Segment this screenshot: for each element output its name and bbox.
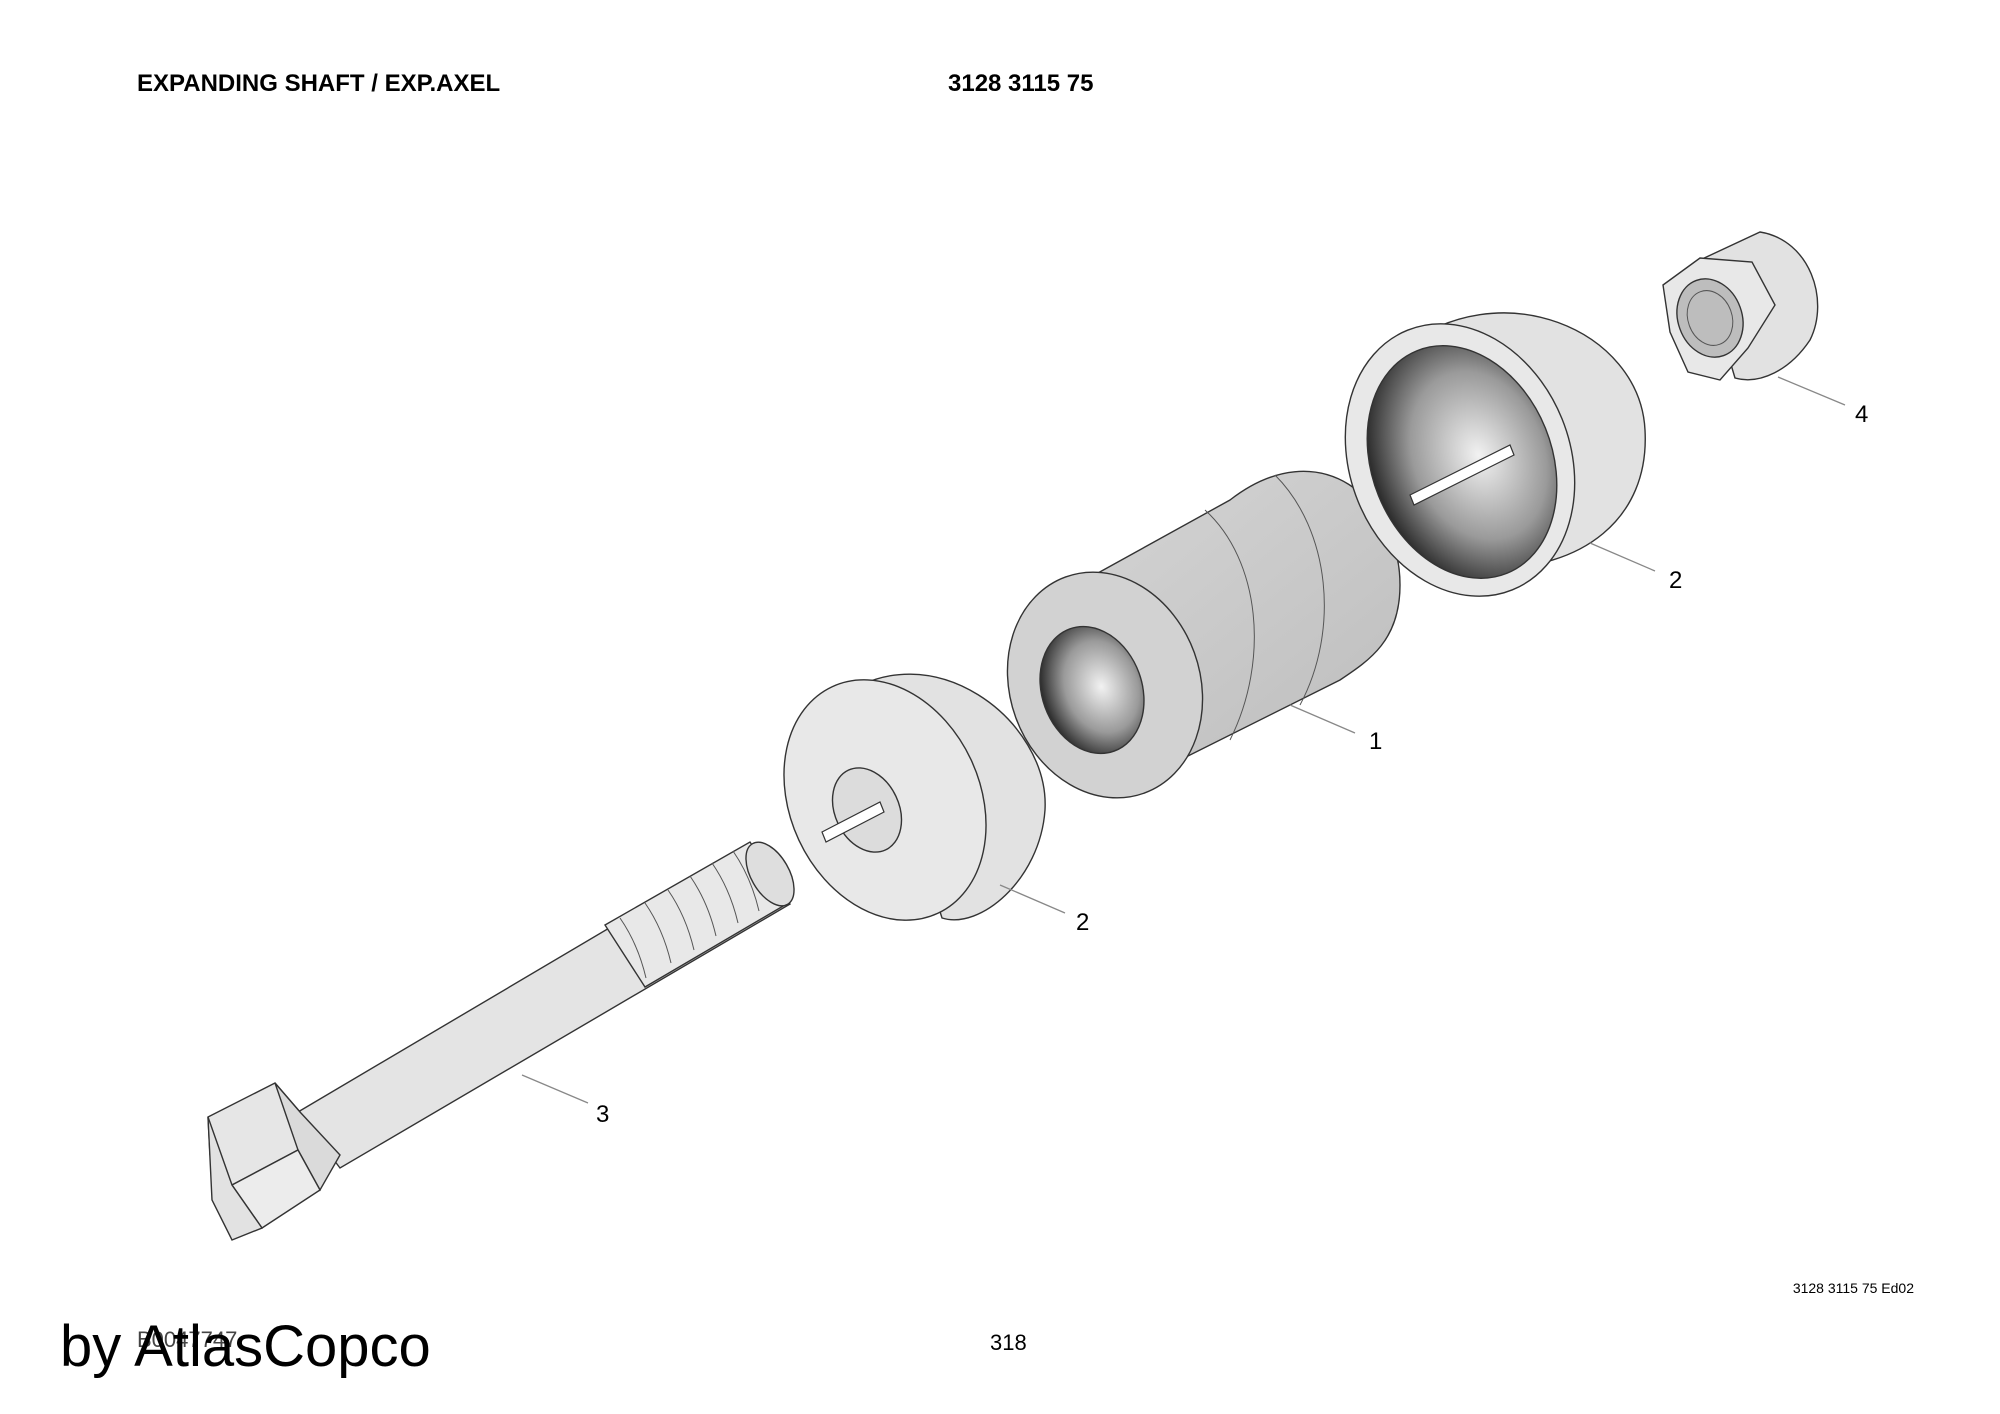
callout-1: 1 (1369, 728, 1382, 755)
hex-nut-part-4 (1662, 231, 1819, 381)
leader-line-1 (1289, 704, 1356, 734)
document-id: B0047747 (137, 1327, 238, 1352)
edition-label: 3128 3115 75 Ed02 (1792, 1280, 1914, 1296)
cone-body-part-1 (1006, 470, 1401, 799)
leader-line-3 (521, 1074, 589, 1104)
callout-2-upper: 2 (1669, 567, 1682, 594)
leader-line-4 (1777, 376, 1846, 406)
brand-watermark: by AtlasCopco (60, 1314, 431, 1379)
callout-3: 3 (596, 1101, 609, 1128)
drawing-title: EXPANDING SHAFT / EXP.AXEL (137, 70, 501, 97)
leader-line-2-upper (1589, 542, 1656, 572)
callout-4: 4 (1855, 401, 1868, 428)
part-number: 3128 3115 75 (948, 70, 1094, 97)
page-number: 318 (990, 1330, 1027, 1355)
split-sleeve-part-2-lower (783, 673, 1046, 921)
bolt-part-3 (207, 841, 795, 1241)
callout-2-lower: 2 (1076, 909, 1089, 936)
split-sleeve-part-2-upper (1344, 312, 1646, 597)
leader-line-2-lower (999, 884, 1066, 914)
